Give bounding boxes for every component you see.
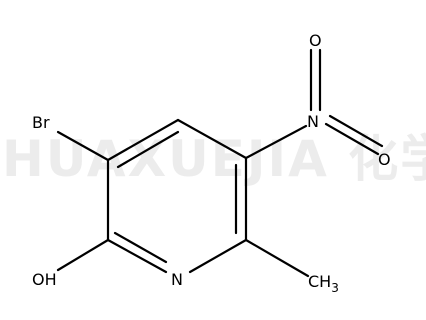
bond-c2-oh [56,238,110,272]
bond-c3-br [56,130,110,162]
watermark: HUAXUEJIA 化学加 [2,130,426,188]
atom-n-nitro-label: N [307,112,319,131]
bond-c6-n1 [188,238,248,274]
atom-br-label: Br [32,113,50,132]
bond-c5-n-nitro [244,124,308,160]
bond-n-o-right [324,122,380,156]
atom-ch3-label: CH3 [308,272,339,295]
atom-ch3-main: CH [308,272,331,291]
bond-c4-c5 [176,118,248,160]
bond-n-o-right-double [328,114,384,148]
atom-o-right-label: O [378,150,391,169]
bond-c6-ch3 [244,238,310,278]
atom-o-top-label: O [309,31,322,50]
atom-n-ring-label: N [171,270,183,289]
bond-n1-c2-double [113,231,168,264]
bond-c3-c4 [106,118,180,162]
atom-oh-label: OH [32,270,57,289]
bond-n1-c2 [106,238,168,274]
atom-ch3-subscript: 3 [331,281,339,295]
bond-c3-c4-double [116,130,180,169]
